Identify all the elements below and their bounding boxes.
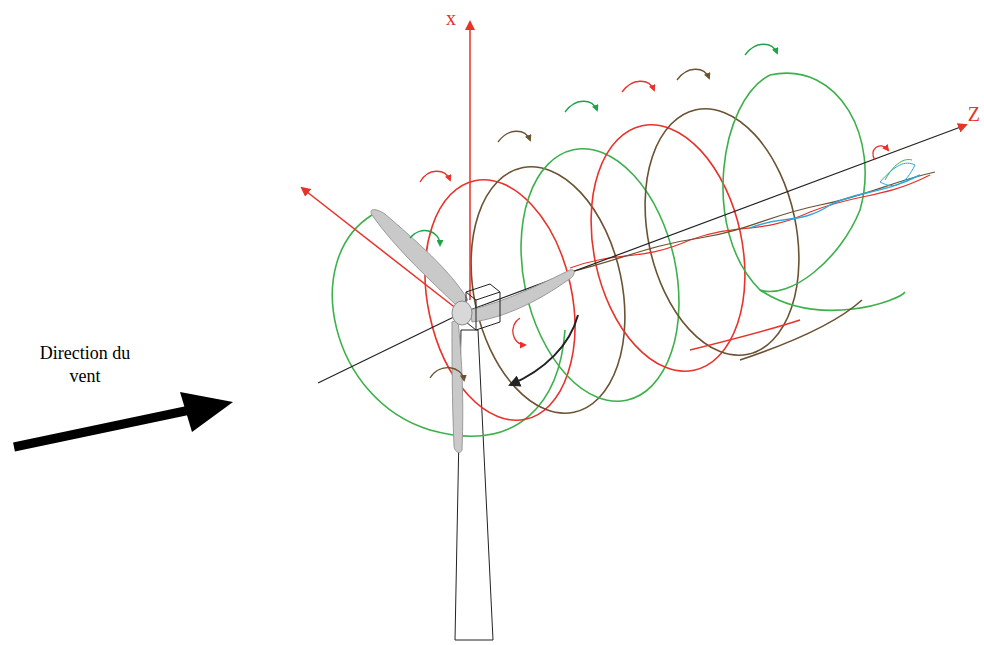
hub <box>452 301 472 325</box>
wind-arrowhead <box>180 392 233 432</box>
circulation-arrows <box>410 44 888 380</box>
wind-arrow <box>14 410 190 447</box>
rotor-blades <box>371 210 574 453</box>
axis-line <box>318 313 462 383</box>
x-axis <box>469 22 471 300</box>
axis-label: x <box>446 6 456 31</box>
y-axis <box>302 188 462 313</box>
axis-label: Z <box>968 102 980 127</box>
wind-label: Direction du vent <box>30 342 140 387</box>
rotation-arrow <box>510 315 578 385</box>
z-axis <box>462 125 966 313</box>
helical-vortices <box>332 73 935 436</box>
